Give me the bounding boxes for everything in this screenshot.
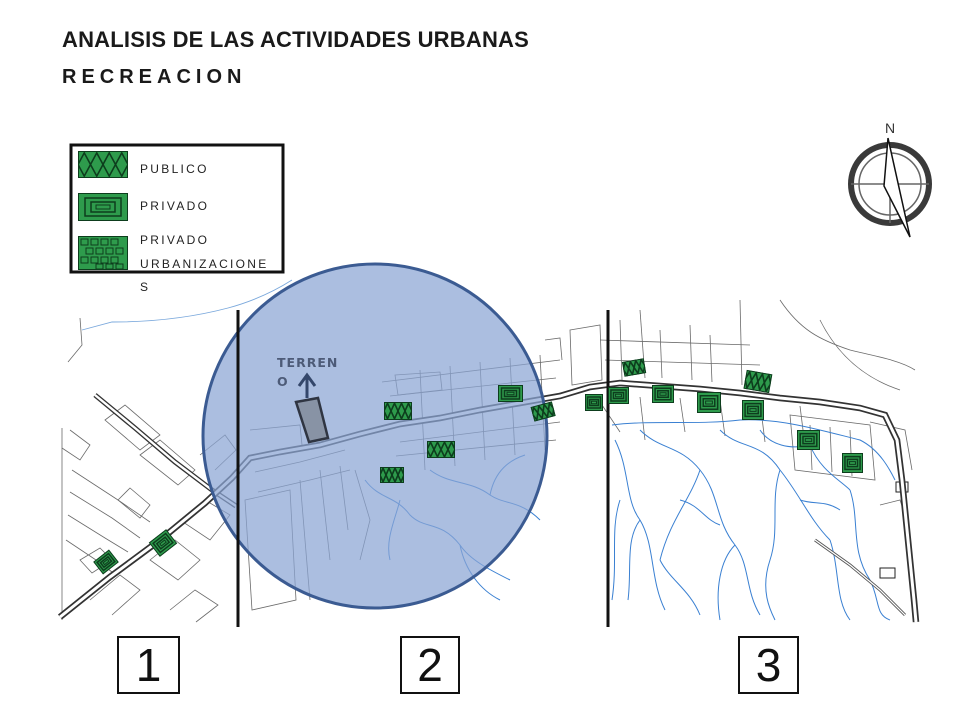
legend-label-urbanizaciones-line-1: PRIVADO bbox=[140, 233, 210, 247]
zone-label-3: 3 bbox=[738, 636, 799, 694]
legend-label-urbanizaciones-line-2: URBANIZACIONE bbox=[140, 257, 269, 271]
building-outline bbox=[879, 567, 896, 579]
recreation-marker-publico bbox=[427, 441, 455, 458]
recreation-marker-privado bbox=[652, 385, 674, 403]
recreation-marker-privado bbox=[585, 394, 603, 411]
legend-swatch-privado bbox=[78, 193, 128, 221]
legend-label-publico: PUBLICO bbox=[140, 162, 209, 176]
recreation-marker-privado bbox=[797, 430, 820, 450]
recreation-marker-privado bbox=[842, 453, 863, 473]
zone-label-1: 1 bbox=[117, 636, 180, 694]
recreation-marker-privado bbox=[742, 400, 764, 420]
north-label: N bbox=[885, 120, 895, 136]
legend-swatch-urbanizaciones bbox=[78, 236, 128, 270]
site-parcel bbox=[294, 396, 330, 444]
recreation-marker-publico bbox=[384, 402, 412, 420]
up-arrow-icon bbox=[297, 372, 317, 398]
site-label-line-2: O bbox=[277, 374, 289, 389]
site-label-line-1: TERREN bbox=[277, 355, 339, 370]
zone-label-2: 2 bbox=[400, 636, 460, 694]
page-subtitle: RECREACION bbox=[62, 66, 247, 88]
legend bbox=[69, 143, 285, 274]
influence-circle bbox=[201, 262, 549, 610]
recreation-marker-privado bbox=[498, 385, 523, 402]
legend-swatch-publico bbox=[78, 151, 128, 178]
page-title: ANALISIS DE LAS ACTIVIDADES URBANAS bbox=[62, 27, 529, 52]
legend-label-privado: PRIVADO bbox=[140, 199, 210, 213]
legend-label-urbanizaciones-line-3: S bbox=[140, 280, 151, 294]
recreation-marker-publico bbox=[743, 369, 773, 394]
recreation-marker-privado bbox=[697, 392, 721, 413]
stream-line bbox=[81, 279, 293, 331]
recreation-marker-publico bbox=[380, 467, 404, 483]
recreation-marker-privado bbox=[608, 387, 629, 404]
north-arrow-icon: N bbox=[848, 120, 932, 238]
